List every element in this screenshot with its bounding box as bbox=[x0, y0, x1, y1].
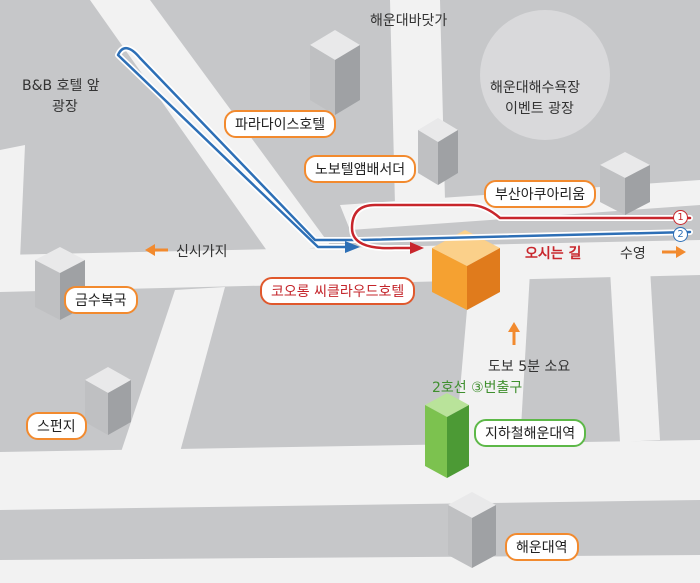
arrow-left-sinsi bbox=[145, 244, 168, 256]
arrow-up-walk bbox=[508, 322, 520, 345]
label-beach-event-plaza-2: 이벤트 광장 bbox=[505, 101, 574, 117]
arrow-right-suyeong bbox=[662, 246, 686, 258]
label-busan-aquarium: 부산아쿠아리움 bbox=[484, 180, 597, 208]
label-suyeong: 수영 bbox=[620, 246, 646, 262]
label-haeundae-station: 해운대역 bbox=[505, 533, 579, 561]
label-bb-hotel-1: B&B 호텔 앞 bbox=[22, 78, 100, 94]
routes bbox=[115, 45, 693, 254]
label-walk-time: 도보 5분 소요 bbox=[488, 359, 571, 375]
orange-arrows bbox=[145, 244, 686, 345]
label-geumsu-bokguk: 금수복국 bbox=[64, 286, 138, 314]
label-subway-haeundae: 지하철해운대역 bbox=[474, 419, 587, 447]
building-speonji bbox=[85, 367, 131, 435]
route-2-line bbox=[116, 47, 692, 249]
building-paradise bbox=[310, 30, 360, 115]
label-novotel: 노보텔앰배서더 bbox=[304, 155, 417, 183]
building-aquarium bbox=[600, 152, 650, 215]
route-2-arrow bbox=[345, 241, 360, 253]
label-haeundae-beach-street: 해운대바닷가 bbox=[370, 13, 448, 29]
label-speonji: 스펀지 bbox=[26, 412, 87, 440]
label-line2-exit3: 2호선 ③번출구 bbox=[432, 380, 523, 396]
buildings bbox=[35, 30, 650, 568]
label-beach-event-plaza-1: 해운대해수욕장 bbox=[490, 80, 581, 96]
building-haeundae-station bbox=[448, 492, 496, 568]
route-1-arrow bbox=[410, 242, 424, 254]
route-1-line bbox=[350, 203, 692, 250]
directions-title: 오시는 길 bbox=[525, 246, 582, 262]
building-novotel bbox=[418, 118, 458, 185]
building-subway bbox=[425, 393, 469, 478]
label-sinsi-gaji: 신시가지 bbox=[176, 244, 228, 260]
label-paradise-hotel: 파라다이스호텔 bbox=[224, 110, 337, 138]
label-kolon-hotel: 코오롱 씨클라우드호텔 bbox=[260, 277, 416, 305]
route-2-badge: 2 bbox=[673, 227, 688, 242]
route-1-badge: 1 bbox=[673, 210, 688, 225]
label-bb-hotel-2: 광장 bbox=[52, 99, 78, 115]
